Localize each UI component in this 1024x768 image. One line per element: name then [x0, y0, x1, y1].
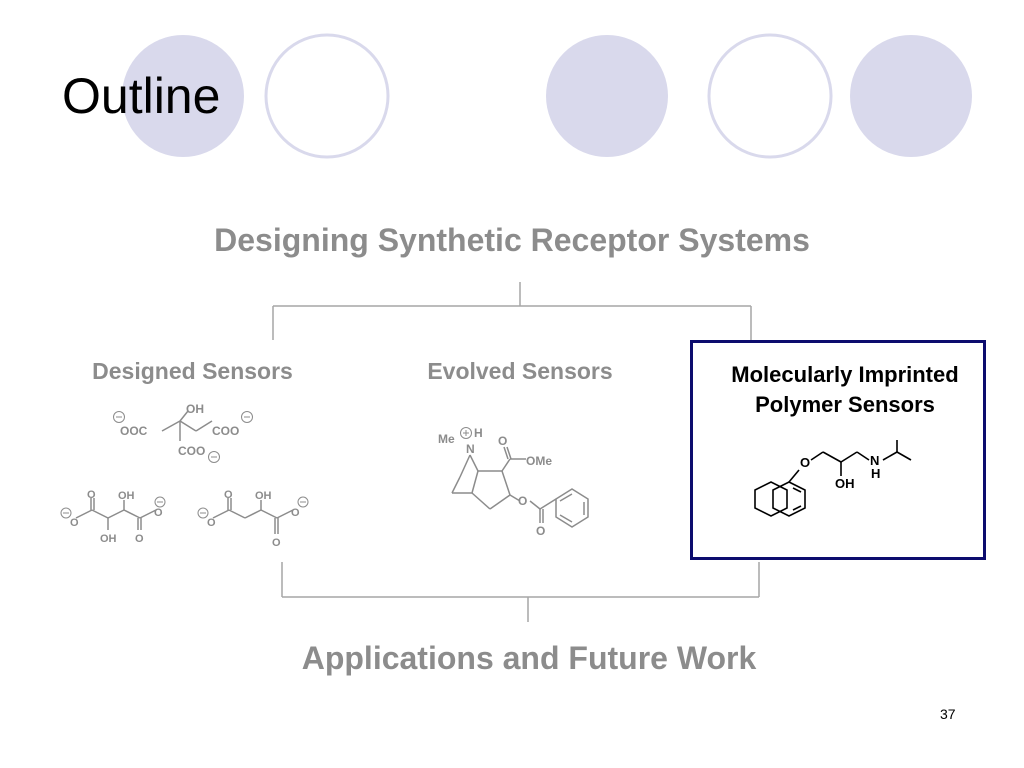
svg-text:H: H — [871, 466, 880, 481]
page-number: 37 — [940, 706, 956, 722]
svg-text:O: O — [224, 489, 233, 501]
decorative-circles — [122, 33, 972, 159]
bottom-heading: Applications and Future Work — [301, 640, 757, 676]
svg-text:O: O — [87, 489, 96, 501]
svg-text:Me: Me — [438, 432, 455, 446]
svg-text:OH: OH — [100, 533, 117, 545]
malate-structure: O OH O O O — [197, 489, 309, 549]
svg-text:O: O — [498, 434, 507, 448]
svg-text:O: O — [272, 537, 281, 549]
svg-text:O: O — [207, 517, 216, 529]
citrate-coo-label-right: COO — [212, 424, 239, 438]
svg-text:O: O — [154, 507, 163, 519]
tartrate-structure: O OH O O OH O — [60, 489, 166, 545]
svg-text:N: N — [466, 442, 475, 456]
propranolol-structure: O OH N H — [754, 440, 912, 517]
citrate-ooc-label: OOC — [120, 424, 148, 438]
decor-circle-filled-3 — [850, 35, 972, 157]
decor-circle-outline-2 — [707, 33, 833, 159]
branch-designed-sensors: Designed Sensors — [92, 358, 293, 384]
citrate-structure: OH OOC COO COO — [113, 402, 253, 463]
svg-text:H: H — [474, 426, 483, 440]
top-heading: Designing Synthetic Receptor Systems — [214, 222, 810, 258]
mip-title-line2: Polymer Sensors — [755, 392, 935, 417]
svg-text:OH: OH — [118, 490, 135, 502]
decor-circle-filled-2 — [546, 35, 668, 157]
citrate-oh-label: OH — [186, 402, 204, 416]
svg-text:O: O — [800, 455, 810, 470]
svg-text:OMe: OMe — [526, 454, 552, 468]
svg-text:O: O — [536, 524, 545, 538]
branch-evolved-sensors: Evolved Sensors — [427, 358, 613, 384]
decor-circle-filled-1 — [122, 35, 244, 157]
cocaine-structure: Me N H O OMe O O — [438, 426, 589, 538]
mip-highlight-box — [690, 340, 986, 560]
svg-text:O: O — [70, 517, 79, 529]
decor-circle-outline-1 — [264, 33, 390, 159]
svg-text:O: O — [291, 507, 300, 519]
citrate-coo-label-bottom: COO — [178, 444, 205, 458]
slide-title: Outline — [62, 68, 221, 124]
svg-text:O: O — [518, 494, 527, 508]
branch-mip-sensors: Molecularly Imprinted Polymer Sensors — [700, 360, 990, 420]
svg-text:OH: OH — [835, 476, 855, 491]
svg-text:N: N — [870, 453, 879, 468]
mip-title-line1: Molecularly Imprinted — [731, 362, 959, 387]
svg-text:OH: OH — [255, 490, 272, 502]
svg-text:O: O — [135, 533, 144, 545]
